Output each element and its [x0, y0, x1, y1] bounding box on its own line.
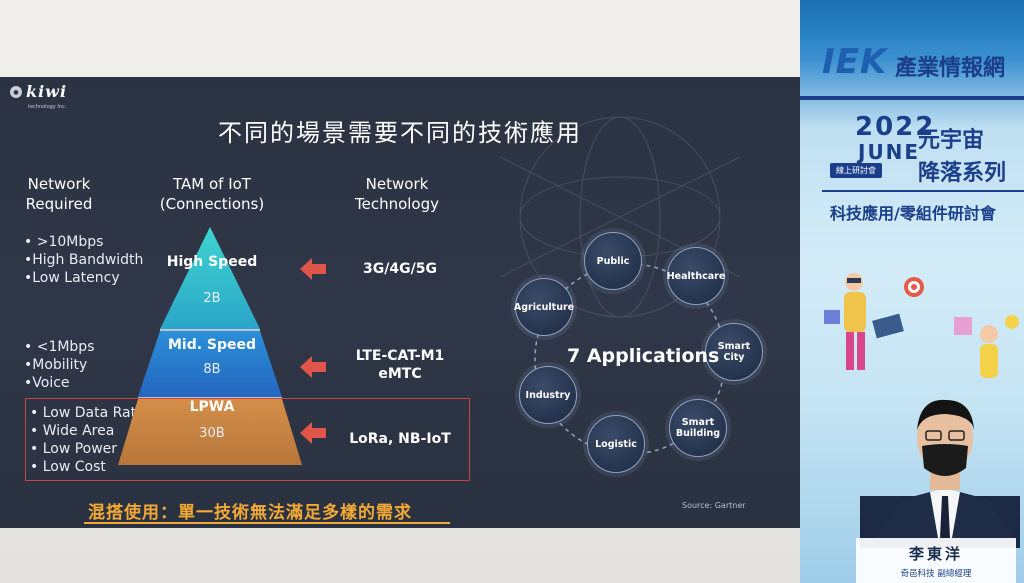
logo-subtitle: technology Inc. — [28, 104, 67, 110]
speaker-nameplate: 李東洋 奇邑科技 副總經理 — [856, 538, 1016, 583]
iek-logo: IEK — [822, 42, 888, 82]
pyramid-tier-low — [118, 399, 302, 465]
iek-brand-text: 產業情報網 — [895, 56, 1006, 81]
online-seminar-badge: 線上研討會 — [830, 163, 882, 178]
kiwi-logo: ● kiwi technology Inc. — [10, 82, 68, 110]
pyramid-tier-high — [160, 227, 260, 329]
arrow-left-icon — [300, 258, 326, 280]
speaker-title: 奇邑科技 副總經理 — [900, 569, 972, 579]
metaverse-illustration — [824, 273, 1019, 378]
header-network-technology: Network Technology — [354, 175, 440, 213]
applications-count: 7 Applications — [567, 345, 720, 367]
slide-title: 不同的場景需要不同的技術應用 — [218, 119, 582, 147]
header-tam: TAM of IoT (Connections) — [159, 175, 265, 213]
banner-top-band — [800, 0, 1024, 40]
tier-label-high: High Speed — [166, 254, 258, 270]
presentation-slide: ● kiwi technology Inc. 不同的場景需要不同的技術應用 Ne… — [0, 77, 800, 528]
app-logistic: Logistic — [587, 415, 645, 473]
logo-badge-icon: ● — [10, 86, 22, 98]
arrow-left-icon — [300, 422, 326, 444]
technology-high-speed: 3G/4G/5G — [363, 261, 437, 277]
app-healthcare: Healthcare — [667, 247, 725, 305]
tier-value-high: 2B — [203, 291, 221, 306]
event-banner: IEK 產業情報網 2022 JUNE 線上研討會 元宇宙 降落系列 科技應用/… — [800, 0, 1024, 583]
arrow-left-icon — [300, 356, 326, 378]
conclusion-underline — [84, 522, 450, 524]
tier-value-lpwa: 30B — [199, 426, 225, 441]
speaker-video — [860, 399, 1020, 548]
tier-label-lpwa: LPWA — [189, 399, 235, 415]
header-network-required: Network Required — [25, 175, 93, 213]
banner-divider — [800, 96, 1024, 100]
app-industry: Industry — [519, 366, 577, 424]
requirements-lpwa: • Low Data Rate • Wide Area • Low Power … — [30, 405, 145, 475]
technology-lpwa: LoRa, NB-IoT — [349, 431, 451, 447]
event-month: JUNE — [858, 140, 921, 164]
pyramid-tier-mid — [138, 331, 282, 397]
requirements-high-speed: • >10Mbps •High Bandwidth •Low Latency — [24, 234, 144, 286]
app-public: Public — [584, 232, 642, 290]
logo-name: kiwi — [26, 82, 68, 101]
tier-label-mid: Mid. Speed — [167, 337, 257, 353]
iot-pyramid — [118, 227, 302, 465]
source-note: Source: Gartner — [682, 501, 746, 510]
lpwa-highlight-box — [25, 398, 470, 481]
event-subheadline: 科技應用/零組件研討會 — [830, 204, 996, 223]
banner-rule — [822, 190, 1024, 192]
event-headline-1: 元宇宙 — [918, 127, 985, 153]
bottom-conclusion: 混搭使用：單一技術無法滿足多樣的需求 — [88, 503, 412, 523]
requirements-mid-speed: • <1Mbps •Mobility •Voice — [24, 339, 95, 391]
app-agriculture: Agriculture — [514, 278, 574, 336]
technology-mid-speed: LTE-CAT-M1 eMTC — [355, 348, 445, 382]
event-year: 2022 — [855, 112, 936, 142]
event-headline-2: 降落系列 — [918, 160, 1007, 186]
speaker-name: 李東洋 — [908, 545, 963, 563]
tier-value-mid: 8B — [203, 362, 221, 377]
